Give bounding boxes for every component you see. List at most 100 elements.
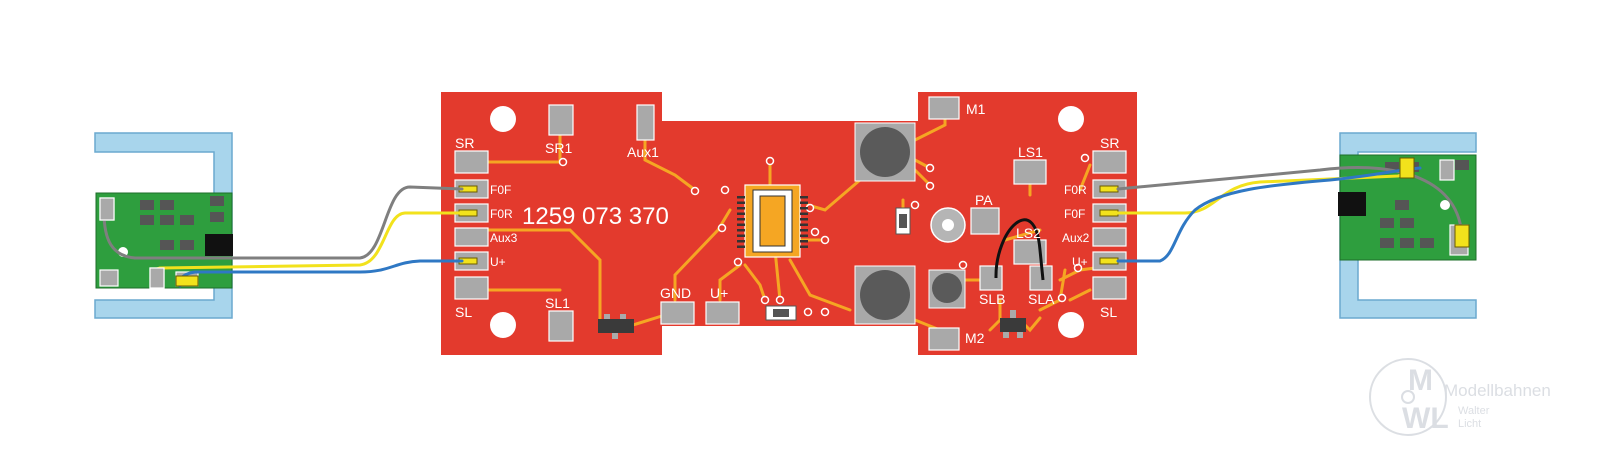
- left-pcb-solder-pad: [99, 197, 115, 221]
- watermark-initials-bottom: WL: [1402, 402, 1449, 435]
- right-pcb-resistor: [1385, 162, 1399, 172]
- label-uplus-left: U+: [490, 255, 506, 269]
- left-pcb-resistor: [180, 215, 194, 225]
- board-vias: [558, 153, 1090, 317]
- pad-sl-right: [1092, 276, 1127, 300]
- pad-sl1: [548, 310, 574, 342]
- label-f0f-right: F0F: [1064, 207, 1085, 221]
- right-pcb-hole: [1440, 200, 1450, 210]
- label-sr1: SR1: [545, 140, 572, 156]
- chip-pin: [737, 218, 745, 221]
- pad-aux3: [454, 227, 489, 247]
- watermark-logo: M WL Modellbahnen Walter Licht: [1369, 358, 1551, 436]
- wire-gray-right: [1116, 166, 1464, 240]
- left-pcb-pad: [99, 269, 119, 287]
- pad-m1: [928, 96, 960, 120]
- chip-pin: [800, 196, 808, 199]
- watermark-brand: Modellbahnen: [1444, 381, 1551, 400]
- transistor-left: [598, 314, 634, 339]
- mounting-hole: [490, 106, 516, 132]
- right-pcb-resistor: [1395, 200, 1409, 210]
- label-pa: PA: [975, 192, 993, 208]
- inductor-top-core: [860, 127, 910, 177]
- pad-aux1: [636, 104, 655, 141]
- label-sr-left: SR: [455, 135, 474, 151]
- label-f0f-left: F0F: [490, 183, 511, 197]
- label-ls2: LS2: [1016, 225, 1041, 241]
- pad-gnd: [660, 301, 695, 325]
- left-pcb-solder-pad: [149, 267, 165, 289]
- left-pcb-resistor: [140, 215, 154, 225]
- watermark-name-line1: Walter: [1458, 405, 1490, 417]
- board-part-number: 1259 073 370: [522, 203, 669, 230]
- pad-pa: [970, 207, 1000, 235]
- pad-sr1: [548, 104, 574, 136]
- watermark-wheel-icon: [1369, 358, 1447, 436]
- label-gnd: GND: [660, 285, 691, 301]
- resistor-vertical-body: [899, 214, 907, 228]
- label-m2: M2: [965, 330, 985, 346]
- chip-pin: [737, 223, 745, 226]
- capacitor-body: [932, 273, 962, 303]
- decoder-chip-pins: [737, 196, 808, 248]
- pad-sr-right: [1092, 150, 1127, 174]
- pad-m2: [928, 327, 960, 351]
- connection-wires: [102, 163, 1464, 288]
- pad-uplus-center: [705, 301, 740, 325]
- label-sl-right: SL: [1100, 304, 1117, 320]
- mounting-hole: [1058, 312, 1084, 338]
- right-pcb-chip: [1338, 192, 1366, 216]
- label-f0r-right: F0R: [1064, 183, 1087, 197]
- chip-pin: [737, 245, 745, 248]
- left-pcb-resistor: [140, 200, 154, 210]
- chip-pin: [800, 218, 808, 221]
- chip-pin: [737, 196, 745, 199]
- left-pcb-resistor: [160, 240, 174, 250]
- pad-sl-left: [454, 276, 489, 300]
- label-uplus-center: U+: [710, 285, 728, 301]
- left-pcb-solder-tip: [175, 275, 199, 287]
- right-pcb-resistor: [1400, 218, 1414, 228]
- right-pcb-resistor: [1380, 218, 1394, 228]
- right-pcb-solder-tip: [1399, 157, 1415, 179]
- right-pcb-resistor: [1455, 160, 1469, 170]
- chip-pin: [800, 207, 808, 210]
- wire-gray-left: [102, 185, 464, 260]
- watermark-initials-top: M: [1408, 364, 1433, 397]
- mounting-hole: [490, 312, 516, 338]
- left-pcb-resistor: [210, 212, 224, 222]
- label-aux2: Aux2: [1062, 231, 1090, 245]
- pad-slb: [979, 265, 1003, 291]
- label-sla: SLA: [1028, 291, 1055, 307]
- left-pcb-resistor: [180, 240, 194, 250]
- left-pcb-chip: [205, 234, 233, 256]
- black-jumper-wire: [994, 218, 1045, 281]
- left-light-board-assembly: [94, 132, 233, 319]
- right-pcb-resistor: [1380, 238, 1394, 248]
- right-pcb-resistor: [1400, 238, 1414, 248]
- pad-aux2: [1092, 227, 1127, 247]
- mounting-hole: [1058, 106, 1084, 132]
- chip-pin: [737, 229, 745, 232]
- chip-pin: [737, 212, 745, 215]
- right-pcb-solder-tip: [1454, 224, 1470, 248]
- label-f0r-left: F0R: [490, 207, 513, 221]
- right-pcb-resistor: [1420, 238, 1434, 248]
- chip-pin: [737, 207, 745, 210]
- pa-washer-hole: [942, 219, 954, 231]
- label-sl1: SL1: [545, 295, 570, 311]
- chip-pin: [800, 240, 808, 243]
- label-ls1: LS1: [1018, 144, 1043, 160]
- chip-pin: [737, 201, 745, 204]
- chip-pin: [800, 223, 808, 226]
- resistor-horizontal-body: [773, 309, 789, 317]
- left-pcb-resistor: [210, 196, 224, 206]
- inductor-bottom-core: [860, 270, 910, 320]
- label-m1: M1: [966, 101, 986, 117]
- pad-ls1: [1013, 159, 1047, 185]
- label-uplus-right: U+: [1072, 255, 1088, 269]
- chip-pin: [800, 212, 808, 215]
- decoder-chip: [744, 184, 801, 258]
- label-slb: SLB: [979, 291, 1005, 307]
- chip-pin: [800, 234, 808, 237]
